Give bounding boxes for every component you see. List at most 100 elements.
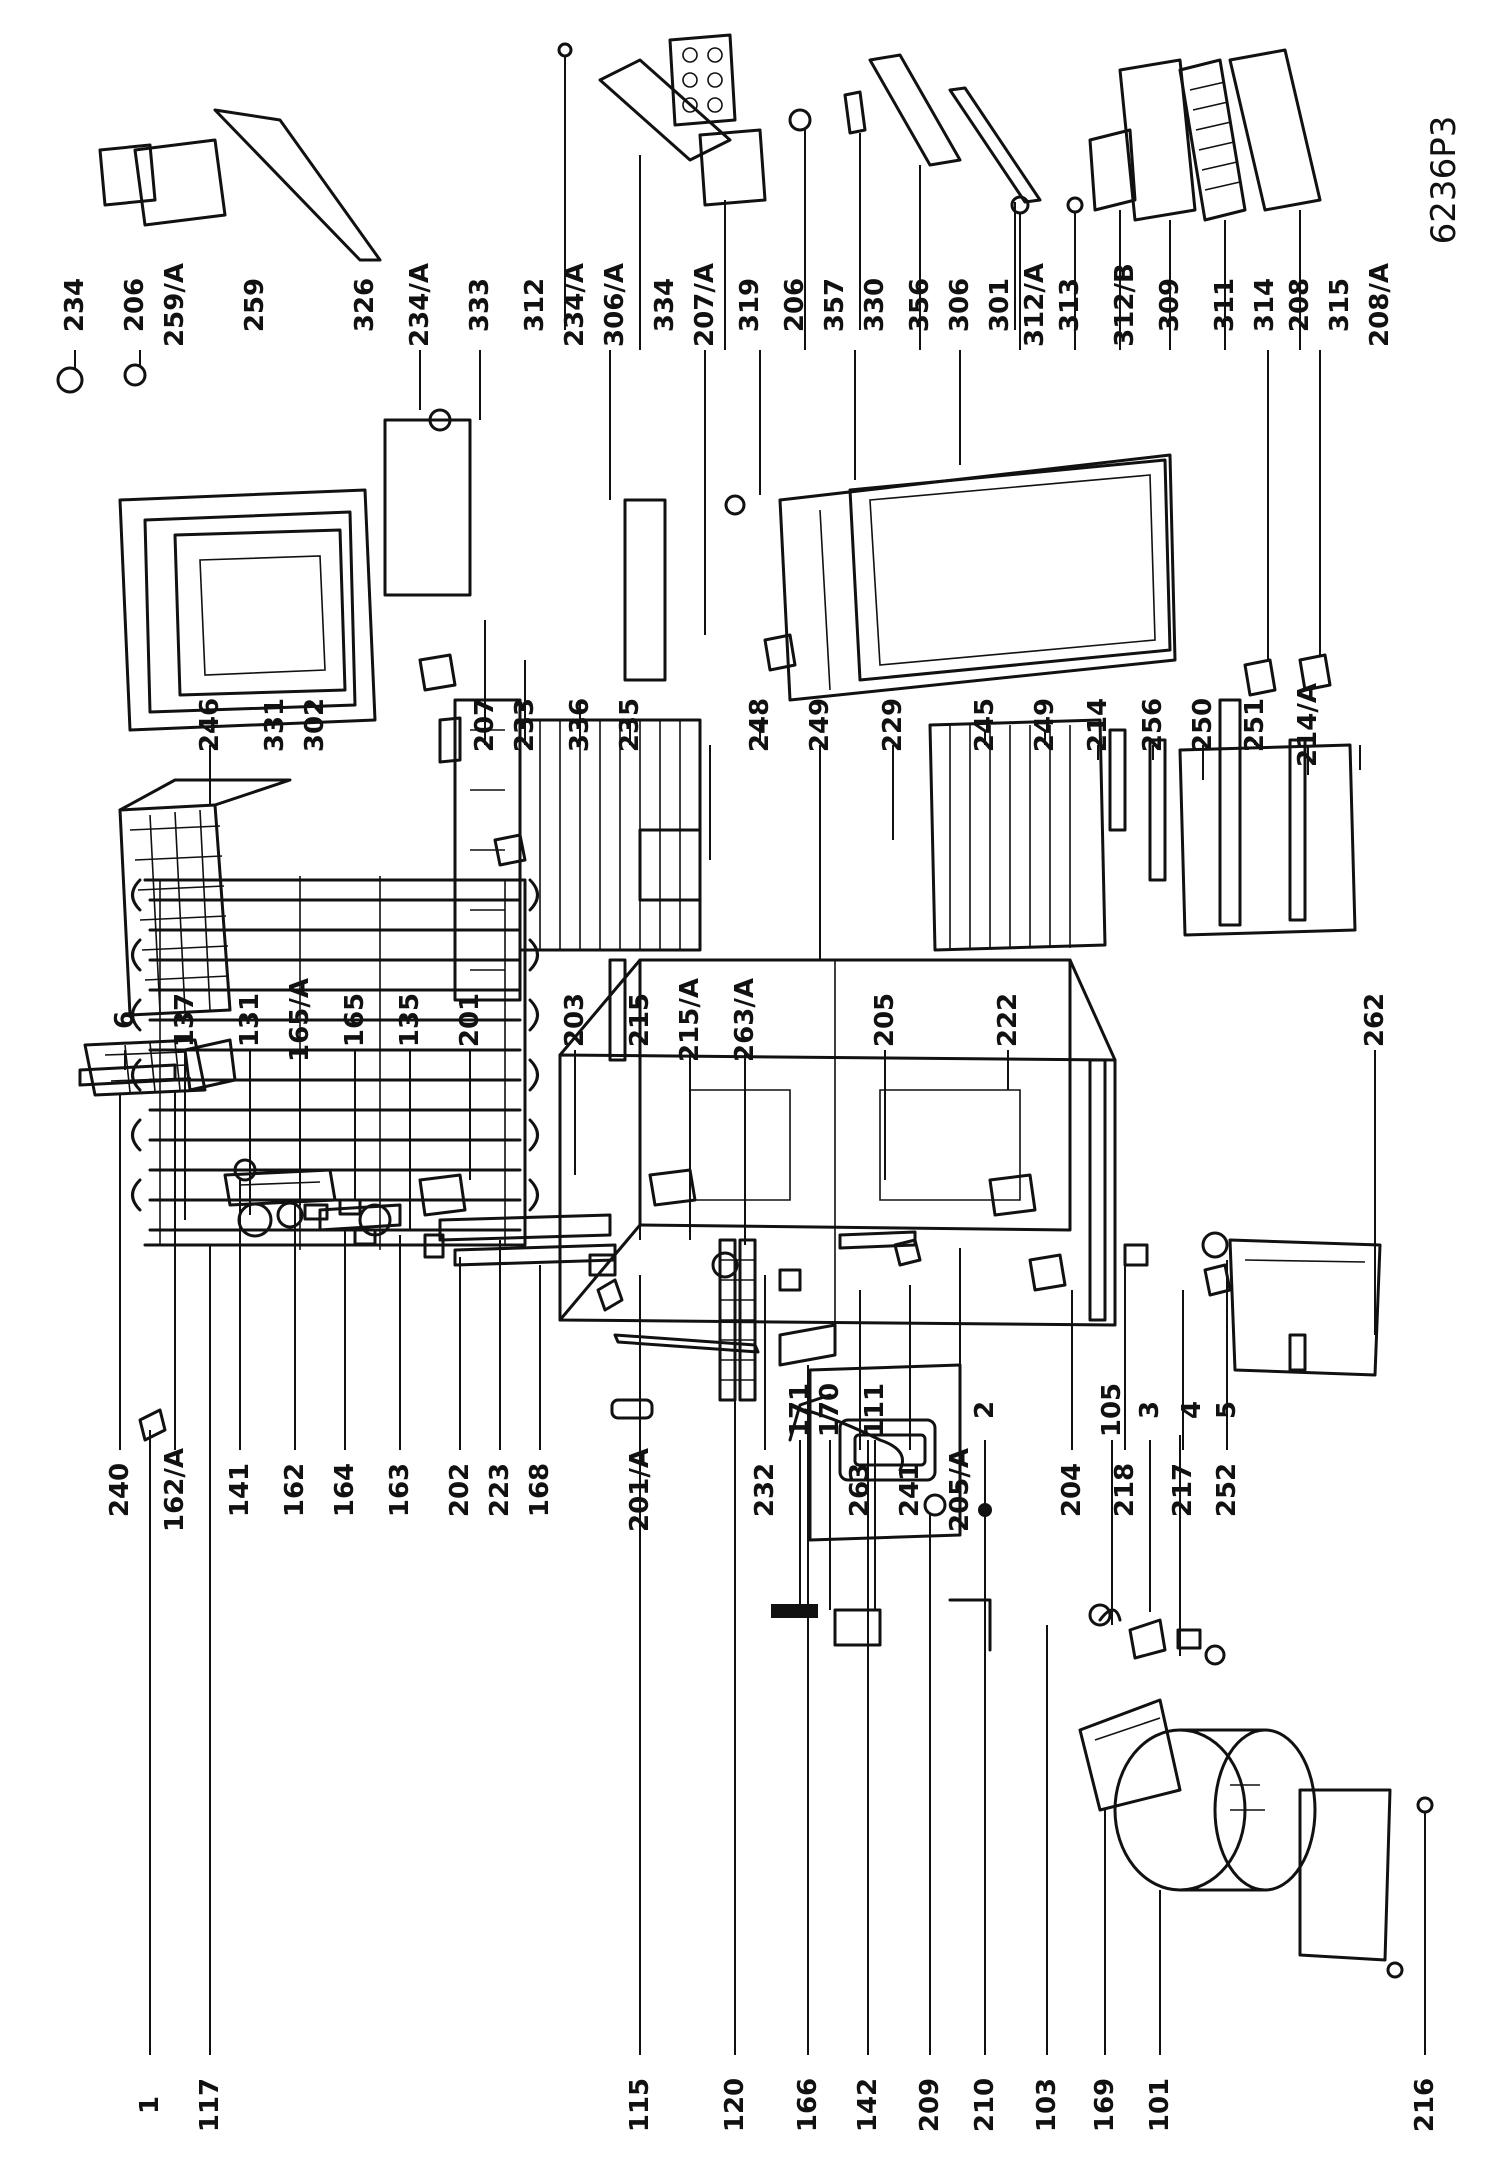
part-206b	[724, 494, 746, 516]
label-251: 251	[1240, 698, 1270, 752]
part-206a	[123, 363, 147, 387]
label-222: 222	[993, 993, 1023, 1047]
label-2: 2	[970, 1401, 1000, 1419]
label-120: 120	[720, 2078, 750, 2132]
strip-333	[383, 418, 472, 597]
rail-251	[1288, 738, 1307, 922]
label-165a: 165/A	[285, 978, 315, 1062]
label-111: 111	[860, 1383, 890, 1437]
label-256: 256	[1138, 698, 1168, 752]
part-312	[557, 42, 573, 58]
label-356: 356	[905, 278, 935, 332]
part-207	[418, 653, 457, 692]
box-169	[1078, 1698, 1182, 1812]
label-170: 170	[815, 1383, 845, 1437]
part-4	[1176, 1628, 1202, 1650]
foot-216b	[1386, 1961, 1404, 1979]
label-205a: 205/A	[945, 1448, 975, 1532]
strip-249-top	[608, 958, 627, 1062]
label-262: 262	[1360, 993, 1390, 1047]
label-207: 207	[470, 698, 500, 752]
bin-259	[133, 138, 227, 227]
label-319: 319	[735, 278, 765, 332]
strip-6	[78, 1063, 177, 1087]
label-245: 245	[970, 698, 1000, 752]
label-217: 217	[1168, 1463, 1198, 1517]
part-263a	[893, 1238, 922, 1267]
label-101: 101	[1145, 2078, 1175, 2132]
shelf-311	[1118, 58, 1197, 222]
label-141: 141	[225, 1463, 255, 1517]
hinge-201	[418, 1173, 467, 1217]
part-131	[276, 1201, 304, 1229]
label-218: 218	[1110, 1463, 1140, 1517]
grommet-105	[1088, 1603, 1112, 1627]
label-204: 204	[1057, 1463, 1087, 1517]
label-208: 208	[1285, 278, 1315, 332]
label-263a: 263/A	[730, 978, 760, 1062]
part-204	[1123, 1243, 1149, 1267]
label-233: 233	[510, 698, 540, 752]
label-306a: 306/A	[600, 263, 630, 347]
label-252: 252	[1212, 1463, 1242, 1517]
label-232: 232	[750, 1463, 780, 1517]
egg-tray-319b	[698, 128, 767, 207]
part-356	[843, 90, 867, 135]
label-331: 331	[260, 698, 290, 752]
label-301: 301	[985, 278, 1015, 332]
part-165	[338, 1198, 362, 1216]
part-262	[1288, 1333, 1307, 1372]
label-1: 1	[135, 2096, 165, 2114]
label-6: 6	[110, 1011, 140, 1029]
cabinet-outline	[558, 958, 1117, 1327]
label-105: 105	[1097, 1383, 1127, 1437]
part-234	[56, 366, 84, 394]
label-250: 250	[1188, 698, 1218, 752]
part-326	[213, 108, 382, 262]
part-135	[353, 1228, 377, 1246]
shelf-314	[1178, 58, 1247, 222]
label-162: 162	[280, 1463, 310, 1517]
hinge-203	[648, 1168, 697, 1207]
label-259: 259	[240, 278, 270, 332]
bar-336	[453, 698, 522, 1002]
label-214: 214	[1083, 698, 1113, 752]
label-171: 171	[785, 1383, 815, 1437]
label-216: 216	[1410, 2078, 1440, 2132]
part-165a	[303, 1203, 329, 1221]
strip-241	[838, 1230, 917, 1250]
label-5: 5	[1212, 1401, 1242, 1419]
pipe-142	[803, 1408, 904, 1472]
label-235: 235	[615, 698, 645, 752]
glass-shelf-256	[1178, 743, 1357, 937]
label-357: 357	[820, 278, 850, 332]
knob-141	[233, 1158, 257, 1182]
label-214a: 214/A	[1293, 683, 1323, 767]
part-207a	[763, 633, 797, 672]
part-218	[1201, 1231, 1229, 1259]
label-208a: 208/A	[1365, 263, 1395, 347]
drip-tray	[1298, 1788, 1392, 1962]
label-4: 4	[1177, 1401, 1207, 1419]
label-162a: 162/A	[160, 1448, 190, 1532]
part-357	[788, 108, 812, 132]
part-208a	[1298, 653, 1332, 692]
label-206-a: 206	[120, 278, 150, 332]
part-235	[493, 833, 527, 867]
label-103: 103	[1032, 2078, 1062, 2132]
label-210: 210	[970, 2078, 1000, 2132]
rail-250	[1218, 698, 1242, 927]
condenser-coil-117	[131, 876, 539, 1250]
door-shelf-306a	[598, 58, 732, 162]
label-206-b: 206	[780, 278, 810, 332]
part-312b	[1066, 196, 1084, 214]
label-315: 315	[1325, 278, 1355, 332]
label-215a: 215/A	[675, 978, 705, 1062]
label-312a: 312/A	[1020, 263, 1050, 347]
label-234: 234	[60, 278, 90, 332]
connector-171	[771, 1604, 818, 1618]
part-201a	[588, 1253, 617, 1277]
label-115: 115	[625, 2078, 655, 2132]
label-249a: 249	[805, 698, 835, 752]
label-263: 263	[845, 1463, 875, 1517]
